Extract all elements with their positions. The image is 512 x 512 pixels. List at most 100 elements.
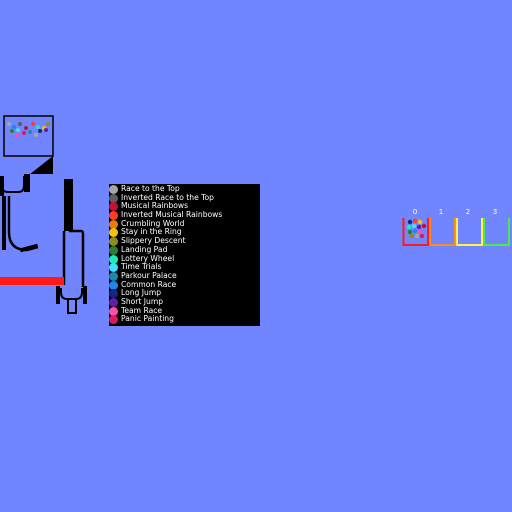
legend-label: Panic Painting xyxy=(121,314,174,323)
hopper-balls xyxy=(7,122,50,137)
chute-curve xyxy=(7,196,39,252)
bin-marble xyxy=(412,228,418,234)
bin-marble xyxy=(407,229,413,235)
hopper-marble xyxy=(38,129,42,133)
legend-label: Short Jump xyxy=(121,297,164,306)
hopper-marble xyxy=(10,129,14,133)
legend-label: Crumbling World xyxy=(121,219,185,228)
bin-label-3: 3 xyxy=(492,208,498,216)
legend-item-slippery-descent: Slippery Descent xyxy=(109,236,260,246)
red-track-bar xyxy=(0,277,64,285)
lower-channel xyxy=(62,229,85,287)
legend-label: Slippery Descent xyxy=(121,236,186,245)
funnel-wall-left xyxy=(0,176,4,196)
bin-1 xyxy=(429,218,456,246)
hopper-marble xyxy=(28,130,32,134)
legend-dot xyxy=(109,272,118,281)
hopper-marble xyxy=(22,131,26,135)
bin-marble xyxy=(417,219,423,225)
legend-dot xyxy=(109,211,118,220)
hopper-marble xyxy=(16,128,20,132)
bin-3 xyxy=(483,218,510,246)
legend-item-stay-in-the-ring: Stay in the Ring xyxy=(109,227,260,237)
legend-item-crumbling-world: Crumbling World xyxy=(109,219,260,229)
legend-dot xyxy=(109,237,118,246)
legend-item-inverted-race-to-the-top: Inverted Race to the Top xyxy=(109,193,260,203)
funnel-wall-right xyxy=(24,174,30,192)
legend-item-race-to-the-top: Race to the Top xyxy=(109,184,260,194)
hopper-marble xyxy=(24,126,28,130)
legend-item-inverted-musical-rainbows: Inverted Musical Rainbows xyxy=(109,210,260,220)
bin-marble xyxy=(417,229,423,235)
bin-marble xyxy=(407,219,413,225)
hopper-marble xyxy=(36,125,40,129)
bins-svg xyxy=(402,218,510,246)
legend-dot xyxy=(109,289,118,298)
bin-marble xyxy=(421,223,427,229)
hopper-marble xyxy=(31,122,35,126)
legend-label: Inverted Musical Rainbows xyxy=(121,210,223,219)
legend-dot xyxy=(109,315,118,324)
legend-label: Common Race xyxy=(121,280,177,289)
bin-marble xyxy=(409,233,415,239)
legend-label: Race to the Top xyxy=(121,184,180,193)
cup-wall-right xyxy=(83,286,87,304)
legend-dot xyxy=(109,228,118,237)
chute-ramp xyxy=(19,243,39,253)
legend-dot xyxy=(109,307,118,316)
chute-wall-left xyxy=(2,196,6,250)
legend-dot xyxy=(109,185,118,194)
bin-marble xyxy=(406,224,412,230)
legend-item-short-jump: Short Jump xyxy=(109,297,260,307)
legend-item-musical-rainbows: Musical Rainbows xyxy=(109,201,260,211)
legend-dot xyxy=(109,220,118,229)
bin-2 xyxy=(456,218,483,246)
legend-label: Inverted Race to the Top xyxy=(121,193,214,202)
legend-dot xyxy=(109,246,118,255)
hopper-box xyxy=(3,115,54,157)
cup-stem-right xyxy=(75,299,77,314)
bin-label-0: 0 xyxy=(412,208,418,216)
legend-item-lottery-wheel: Lottery Wheel xyxy=(109,254,260,264)
hopper-marble xyxy=(44,128,48,132)
bin-0-marbles xyxy=(406,218,427,239)
legend-dot xyxy=(109,263,118,272)
cup-wall-left xyxy=(56,286,60,304)
hopper-marble xyxy=(34,133,38,137)
legend-dot xyxy=(109,194,118,203)
legend-label: Team Race xyxy=(121,306,163,315)
legend-dot xyxy=(109,255,118,264)
bin-marble xyxy=(419,233,425,239)
cup-stem-bottom xyxy=(67,312,77,314)
bin-marble xyxy=(411,223,417,229)
legend-item-parkour-palace: Parkour Palace xyxy=(109,271,260,281)
hopper-marble xyxy=(7,122,11,126)
bin-label-1: 1 xyxy=(438,208,444,216)
bin-marble xyxy=(412,218,418,224)
bin-marble xyxy=(414,233,420,239)
hopper-marble xyxy=(18,122,22,126)
legend-dot xyxy=(109,281,118,290)
legend-dot xyxy=(109,202,118,211)
legend-item-landing-pad: Landing Pad xyxy=(109,245,260,255)
center-wall xyxy=(64,179,73,231)
funnel-wedge xyxy=(30,156,53,174)
legend-label: Time Trials xyxy=(121,262,162,271)
legend-label: Lottery Wheel xyxy=(121,254,175,263)
hopper-marble xyxy=(12,125,16,129)
legend-label: Landing Pad xyxy=(121,245,168,254)
legend-item-time-trials: Time Trials xyxy=(109,262,260,272)
hopper-marble xyxy=(15,133,19,137)
legend-label: Musical Rainbows xyxy=(121,201,189,210)
legend-label: Stay in the Ring xyxy=(121,227,182,236)
legend-panel: Race to the Top Inverted Race to the Top… xyxy=(109,184,260,326)
cup-stem-left xyxy=(67,299,69,314)
bin-marble xyxy=(416,224,422,230)
legend-item-team-race: Team Race xyxy=(109,306,260,316)
cup-bowl xyxy=(60,288,83,300)
legend-item-common-race: Common Race xyxy=(109,280,260,290)
bin-0 xyxy=(402,218,429,246)
funnel-chamber xyxy=(1,176,25,193)
bin-label-2: 2 xyxy=(465,208,471,216)
